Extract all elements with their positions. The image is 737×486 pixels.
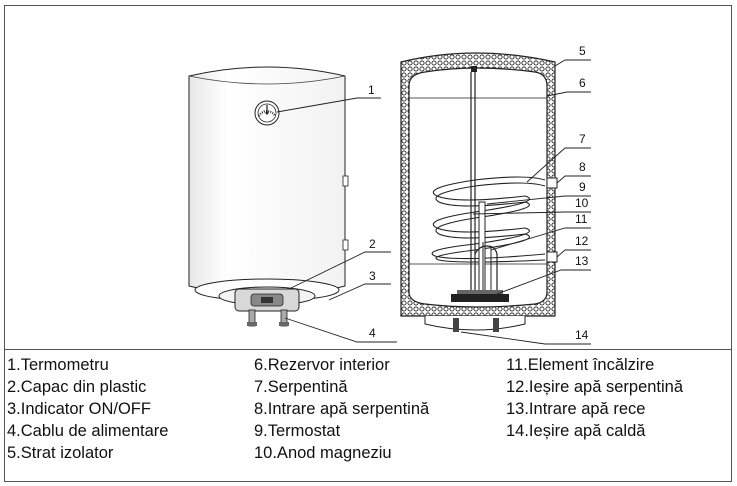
thermometer-gauge xyxy=(254,100,280,126)
legend-item: 4.Cablu de alimentare xyxy=(7,422,169,440)
callout-4: 4 xyxy=(369,326,376,340)
callout-10: 10 xyxy=(575,196,589,210)
callout-7: 7 xyxy=(579,132,586,146)
callout-1: 1 xyxy=(368,83,375,97)
callout-3: 3 xyxy=(369,269,376,283)
legend-item: 3.Indicator ON/OFF xyxy=(7,400,151,418)
callout-6: 6 xyxy=(579,76,586,90)
legend-item: 2.Capac din plastic xyxy=(7,378,147,396)
legend-column-2: 6.Rezervor interior 7.Serpentină 8.Intra… xyxy=(254,354,429,464)
legend-item: 14.Ieșire apă caldă xyxy=(506,422,646,440)
water-heater-diagram: 1 2 3 4 5 6 7 8 9 10 11 12 13 14 xyxy=(188,44,591,345)
legend-item: 10.Anod magneziu xyxy=(254,444,392,462)
legend-item: 11.Element încălzire xyxy=(506,356,655,374)
callout-12: 12 xyxy=(575,234,589,248)
callout-11: 11 xyxy=(575,212,588,226)
control-panel xyxy=(234,288,300,312)
inner-tank xyxy=(408,67,548,308)
callout-8: 8 xyxy=(579,160,586,174)
legend-item: 1.Termometru xyxy=(7,356,109,374)
figure-frame: 1 2 3 4 5 6 7 8 9 10 11 12 13 14 1.Termo… xyxy=(4,5,732,482)
legend-column-1: 1.Termometru 2.Capac din plastic 3.Indic… xyxy=(7,354,168,464)
external-view xyxy=(188,66,349,327)
bottom-flange xyxy=(451,294,509,302)
legend-column-3: 11.Element încălzire 12.Ieșire apă serpe… xyxy=(506,354,683,442)
callout-2: 2 xyxy=(369,237,376,251)
legend-item: 7.Serpentină xyxy=(254,378,348,396)
legend-item: 6.Rezervor interior xyxy=(254,356,390,374)
cross-section-view xyxy=(400,52,558,332)
callout-9: 9 xyxy=(579,180,586,194)
diagram-area: 1 2 3 4 5 6 7 8 9 10 11 12 13 14 xyxy=(5,6,731,350)
legend-item: 13.Intrare apă rece xyxy=(506,400,646,418)
legend-item: 5.Strat izolator xyxy=(7,444,114,462)
callout-13: 13 xyxy=(575,254,589,268)
legend-item: 12.Ieșire apă serpentină xyxy=(506,378,684,396)
callout-14: 14 xyxy=(575,328,589,342)
parts-legend: 1.Termometru 2.Capac din plastic 3.Indic… xyxy=(5,350,731,481)
leader-lines xyxy=(276,59,591,345)
callout-5: 5 xyxy=(579,44,586,58)
legend-item: 8.Intrare apă serpentină xyxy=(254,400,430,418)
legend-item: 9.Termostat xyxy=(254,422,341,440)
